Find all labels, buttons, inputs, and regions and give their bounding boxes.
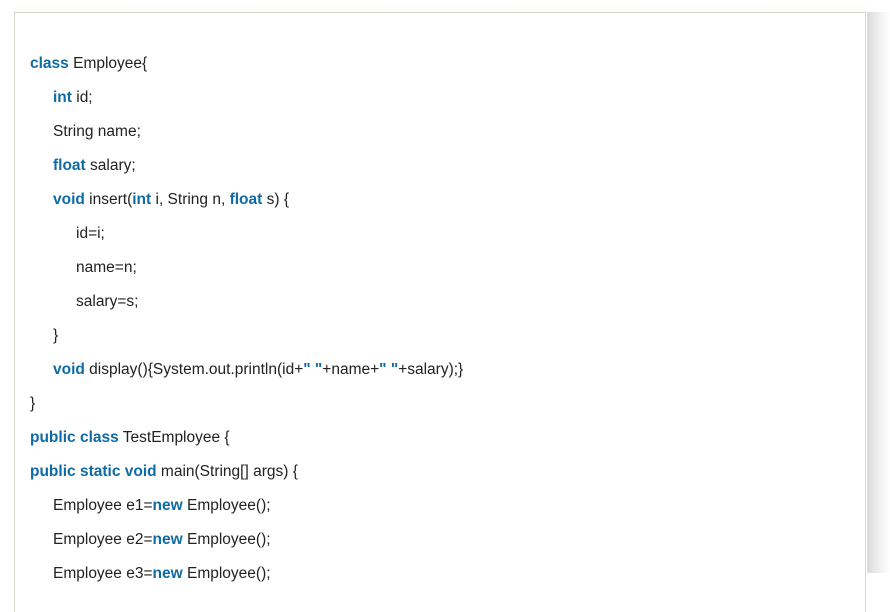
- code-string-literal: " ": [303, 360, 323, 378]
- code-text: }: [53, 326, 59, 344]
- code-listing[interactable]: class Employee{int id;String name;float …: [15, 47, 865, 591]
- code-text: display(){System.out.println(id+: [84, 360, 304, 378]
- code-line: int id;: [15, 81, 865, 115]
- code-line: salary=s;: [15, 285, 865, 319]
- code-line: String name;: [15, 115, 865, 149]
- code-line: Employee e2=new Employee();: [15, 523, 865, 557]
- code-line: void display(){System.out.println(id+" "…: [15, 353, 865, 387]
- code-text: Employee e2=: [53, 530, 153, 548]
- code-keyword: class: [30, 54, 69, 72]
- code-line: id=i;: [15, 217, 865, 251]
- code-keyword: float: [53, 156, 86, 174]
- code-line: }: [15, 319, 865, 353]
- code-block-card: class Employee{int id;String name;float …: [14, 12, 866, 612]
- code-text: id;: [71, 88, 93, 106]
- code-keyword: new: [152, 496, 183, 514]
- code-line: public class TestEmployee {: [15, 421, 865, 455]
- code-text: Employee();: [182, 530, 271, 548]
- code-text: salary=s;: [76, 292, 139, 310]
- code-keyword: void: [53, 360, 85, 378]
- code-text: id=i;: [76, 224, 105, 242]
- code-text: String name;: [53, 122, 141, 140]
- code-line: Employee e3=new Employee();: [15, 557, 865, 591]
- code-string-literal: " ": [379, 360, 399, 378]
- code-text: +name+: [322, 360, 380, 378]
- code-keyword: new: [152, 564, 183, 582]
- code-text: main(String[] args) {: [156, 462, 298, 480]
- code-text: TestEmployee {: [118, 428, 230, 446]
- code-text: }: [30, 394, 36, 412]
- code-line: }: [15, 387, 865, 421]
- code-keyword: int: [53, 88, 72, 106]
- code-text: name=n;: [76, 258, 137, 276]
- code-text: Employee e1=: [53, 496, 153, 514]
- code-line: void insert(int i, String n, float s) {: [15, 183, 865, 217]
- code-text: +salary);}: [398, 360, 464, 378]
- code-text: Employee{: [68, 54, 148, 72]
- code-line: Employee e1=new Employee();: [15, 489, 865, 523]
- code-text: salary;: [85, 156, 136, 174]
- code-text: Employee();: [182, 564, 271, 582]
- code-keyword: int: [132, 190, 152, 208]
- code-text: Employee();: [182, 496, 271, 514]
- code-text: Employee e3=: [53, 564, 153, 582]
- code-line: name=n;: [15, 251, 865, 285]
- code-text: i, String n,: [151, 190, 230, 208]
- code-line: public static void main(String[] args) {: [15, 455, 865, 489]
- code-keyword: void: [53, 190, 85, 208]
- code-keyword: float: [229, 190, 263, 208]
- code-text: insert(: [84, 190, 133, 208]
- code-line: class Employee{: [15, 47, 865, 81]
- code-keyword: new: [152, 530, 183, 548]
- card-right-shadow: [867, 12, 890, 573]
- code-keyword: public static void: [30, 462, 157, 480]
- code-keyword: public class: [30, 428, 119, 446]
- code-text: s) {: [262, 190, 290, 208]
- card-top-sheen: [15, 0, 867, 12]
- code-line: float salary;: [15, 149, 865, 183]
